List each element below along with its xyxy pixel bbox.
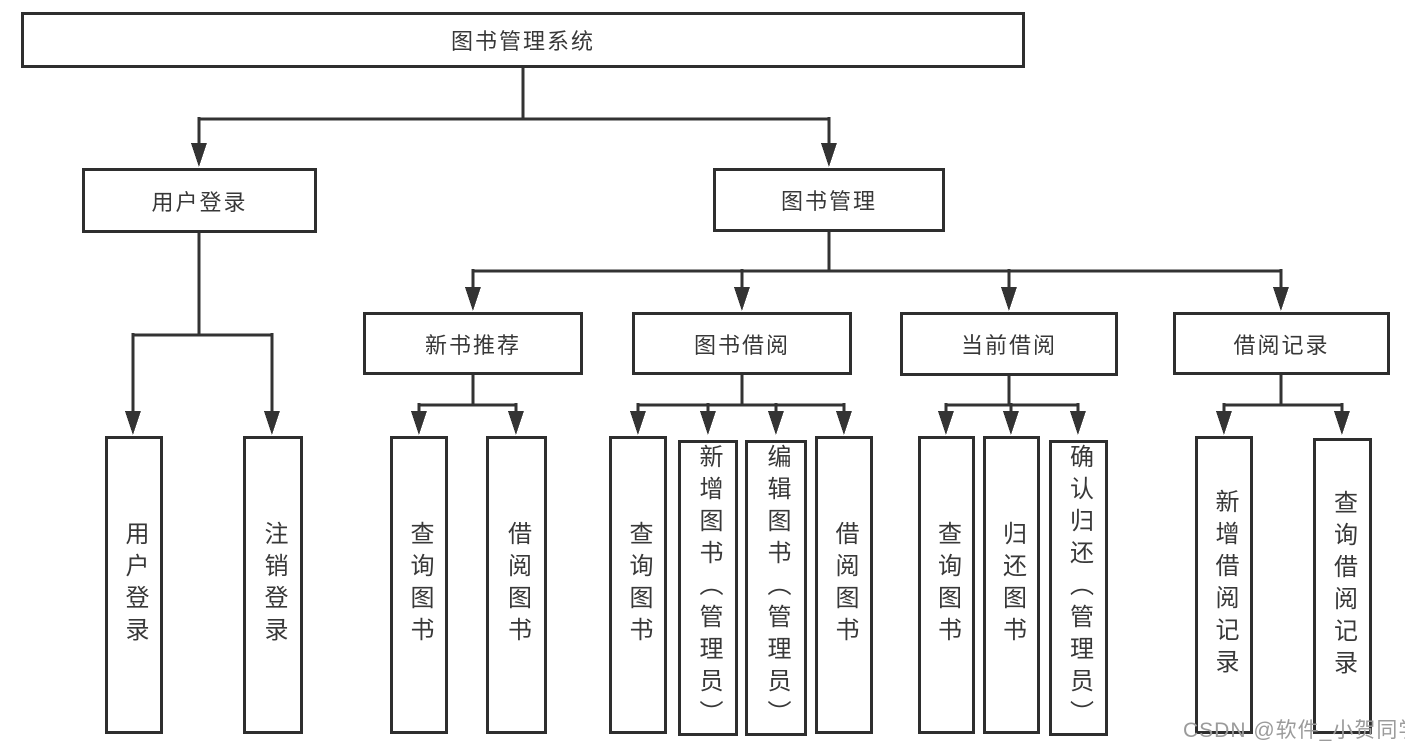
leaf-user-login: 用户登录 bbox=[105, 436, 163, 734]
node-current-borrow: 当前借阅 bbox=[900, 312, 1118, 376]
node-library-management-system: 图书管理系统 bbox=[21, 12, 1025, 68]
node-label: 注销登录 bbox=[260, 521, 287, 649]
node-label: 当前借阅 bbox=[960, 333, 1057, 358]
node-label: 借阅图书 bbox=[831, 521, 858, 649]
node-user-login: 用户登录 bbox=[82, 168, 317, 233]
node-label: 归还图书 bbox=[998, 521, 1026, 649]
leaf-add-borrow-record: 新增借阅记录 bbox=[1195, 436, 1253, 734]
leaf-edit-book-admin: 编辑图书（管理员） bbox=[745, 440, 807, 736]
node-book-borrow: 图书借阅 bbox=[632, 312, 852, 375]
node-label: 借阅记录 bbox=[1233, 332, 1330, 358]
node-borrow-record: 借阅记录 bbox=[1173, 312, 1390, 375]
node-label: 用户登录 bbox=[151, 189, 248, 215]
node-label: 新增图书（管理员） bbox=[695, 444, 722, 732]
leaf-query-book-1: 查询图书 bbox=[390, 436, 448, 734]
leaf-logout: 注销登录 bbox=[243, 436, 303, 734]
node-label: 查询图书 bbox=[625, 521, 652, 649]
node-label: 编辑图书（管理员） bbox=[763, 444, 790, 732]
node-label: 查询借阅记录 bbox=[1329, 490, 1357, 682]
leaf-add-book-admin: 新增图书（管理员） bbox=[678, 440, 738, 736]
node-new-book-recommend: 新书推荐 bbox=[363, 312, 583, 375]
leaf-borrow-book-2: 借阅图书 bbox=[815, 436, 873, 734]
node-label: 查询图书 bbox=[406, 521, 433, 649]
leaf-confirm-return-admin: 确认归还（管理员） bbox=[1049, 440, 1108, 736]
node-label: 用户登录 bbox=[121, 521, 148, 649]
csdn-watermark: CSDN @软件_小贺同学 bbox=[1183, 719, 1405, 742]
node-label: 新书推荐 bbox=[424, 332, 521, 358]
leaf-borrow-book-1: 借阅图书 bbox=[486, 436, 547, 734]
node-label: 确认归还（管理员） bbox=[1065, 444, 1093, 732]
leaf-query-book-3: 查询图书 bbox=[918, 436, 975, 734]
node-label: 图书借阅 bbox=[693, 332, 790, 358]
leaf-return-book: 归还图书 bbox=[983, 436, 1040, 734]
node-label: 图书管理 bbox=[780, 189, 877, 214]
node-label: 图书管理系统 bbox=[450, 29, 595, 54]
leaf-query-borrow-record: 查询借阅记录 bbox=[1313, 438, 1372, 734]
node-label: 新增借阅记录 bbox=[1211, 489, 1238, 681]
node-label: 借阅图书 bbox=[503, 521, 531, 649]
leaf-query-book-2: 查询图书 bbox=[609, 436, 667, 734]
node-book-management: 图书管理 bbox=[713, 168, 945, 232]
node-label: 查询图书 bbox=[933, 521, 961, 649]
